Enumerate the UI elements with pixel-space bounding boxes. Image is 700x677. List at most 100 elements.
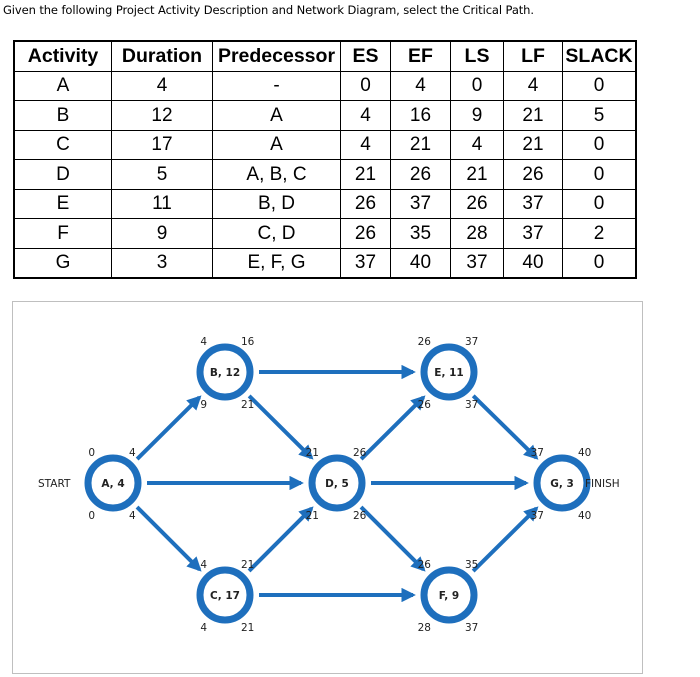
- cell-activity: E: [13, 188, 112, 219]
- node-lf: 21: [241, 622, 254, 634]
- cell-lf: 21: [503, 100, 563, 131]
- node-es: 21: [306, 447, 319, 459]
- header-lf: LF: [503, 40, 563, 72]
- cell-lf: 37: [503, 218, 563, 249]
- cell-es: 21: [340, 159, 391, 190]
- node-ef: 21: [241, 559, 254, 571]
- node-label: E, 11: [434, 367, 463, 379]
- cell-slack: 0: [562, 188, 637, 219]
- cell-ls: 0: [450, 70, 504, 101]
- cell-lf: 21: [503, 129, 563, 160]
- cell-ef: 26: [390, 159, 451, 190]
- cell-activity: C: [13, 129, 112, 160]
- node-ls: 4: [200, 622, 207, 634]
- node-label: D, 5: [325, 478, 349, 490]
- edge-f-g: [471, 506, 539, 573]
- cell-duration: 9: [111, 218, 213, 249]
- node-ef: 4: [129, 447, 136, 459]
- cell-ef: 35: [390, 218, 451, 249]
- edge-c-d: [247, 506, 314, 573]
- node-circle: [420, 343, 478, 401]
- node-circle: [196, 343, 254, 401]
- node-label: G, 3: [550, 478, 574, 490]
- cell-es: 4: [340, 129, 391, 160]
- edge-b-d: [247, 394, 314, 460]
- cell-lf: 26: [503, 159, 563, 190]
- cell-slack: 0: [562, 247, 637, 279]
- node-lf: 21: [241, 399, 254, 411]
- cell-es: 26: [340, 188, 391, 219]
- cell-activity: A: [13, 70, 112, 101]
- cell-predecessor: -: [212, 70, 341, 101]
- cell-lf: 37: [503, 188, 563, 219]
- node-es: 26: [418, 559, 432, 571]
- cell-activity: B: [13, 100, 112, 131]
- header-predecessor: Predecessor: [212, 40, 341, 72]
- node-label: C, 17: [210, 590, 240, 602]
- start-label: START: [38, 478, 71, 490]
- node-circle: [308, 454, 366, 512]
- node-lf: 37: [465, 399, 478, 411]
- cell-es: 4: [340, 100, 391, 131]
- cell-slack: 0: [562, 70, 637, 101]
- node-ef: 37: [465, 336, 478, 348]
- activity-schedule-table: Activity Duration Predecessor ES EF LS L…: [13, 40, 637, 279]
- node-lf: 40: [578, 510, 591, 522]
- cell-predecessor: E, F, G: [212, 247, 341, 279]
- node-lf: 26: [353, 510, 367, 522]
- question-text: Given the following Project Activity Des…: [3, 3, 534, 17]
- cell-es: 26: [340, 218, 391, 249]
- cell-slack: 2: [562, 218, 637, 249]
- node-ls: 9: [200, 399, 207, 411]
- table-header-row: Activity Duration Predecessor ES EF LS L…: [13, 40, 637, 72]
- node-circle: [84, 454, 142, 512]
- edge-a-b: [135, 395, 202, 461]
- cell-ls: 28: [450, 218, 504, 249]
- cell-ls: 26: [450, 188, 504, 219]
- header-es: ES: [340, 40, 391, 72]
- node-ef: 40: [578, 447, 591, 459]
- cell-es: 0: [340, 70, 391, 101]
- cell-activity: G: [13, 247, 112, 279]
- cell-duration: 3: [111, 247, 213, 279]
- cell-duration: 11: [111, 188, 213, 219]
- node-label: B, 12: [210, 367, 240, 379]
- cell-es: 37: [340, 247, 391, 279]
- header-duration: Duration: [111, 40, 213, 72]
- header-activity: Activity: [13, 40, 112, 72]
- header-slack: SLACK: [562, 40, 637, 72]
- cell-predecessor: A, B, C: [212, 159, 341, 190]
- cell-ef: 37: [390, 188, 451, 219]
- node-es: 4: [200, 336, 207, 348]
- node-ls: 28: [418, 622, 431, 634]
- cell-ef: 40: [390, 247, 451, 279]
- node-ls: 0: [88, 510, 95, 522]
- cell-lf: 40: [503, 247, 563, 279]
- node-ef: 26: [353, 447, 367, 459]
- cell-lf: 4: [503, 70, 563, 101]
- cell-ef: 4: [390, 70, 451, 101]
- cell-predecessor: A: [212, 129, 341, 160]
- cell-predecessor: A: [212, 100, 341, 131]
- node-es: 37: [531, 447, 544, 459]
- cell-ef: 16: [390, 100, 451, 131]
- cell-ls: 21: [450, 159, 504, 190]
- cell-ls: 4: [450, 129, 504, 160]
- edge-e-g: [471, 394, 539, 460]
- edge-d-e: [359, 395, 426, 461]
- cell-slack: 0: [562, 129, 637, 160]
- header-ls: LS: [450, 40, 504, 72]
- node-ls: 26: [418, 399, 432, 411]
- cell-activity: D: [13, 159, 112, 190]
- cell-ef: 21: [390, 129, 451, 160]
